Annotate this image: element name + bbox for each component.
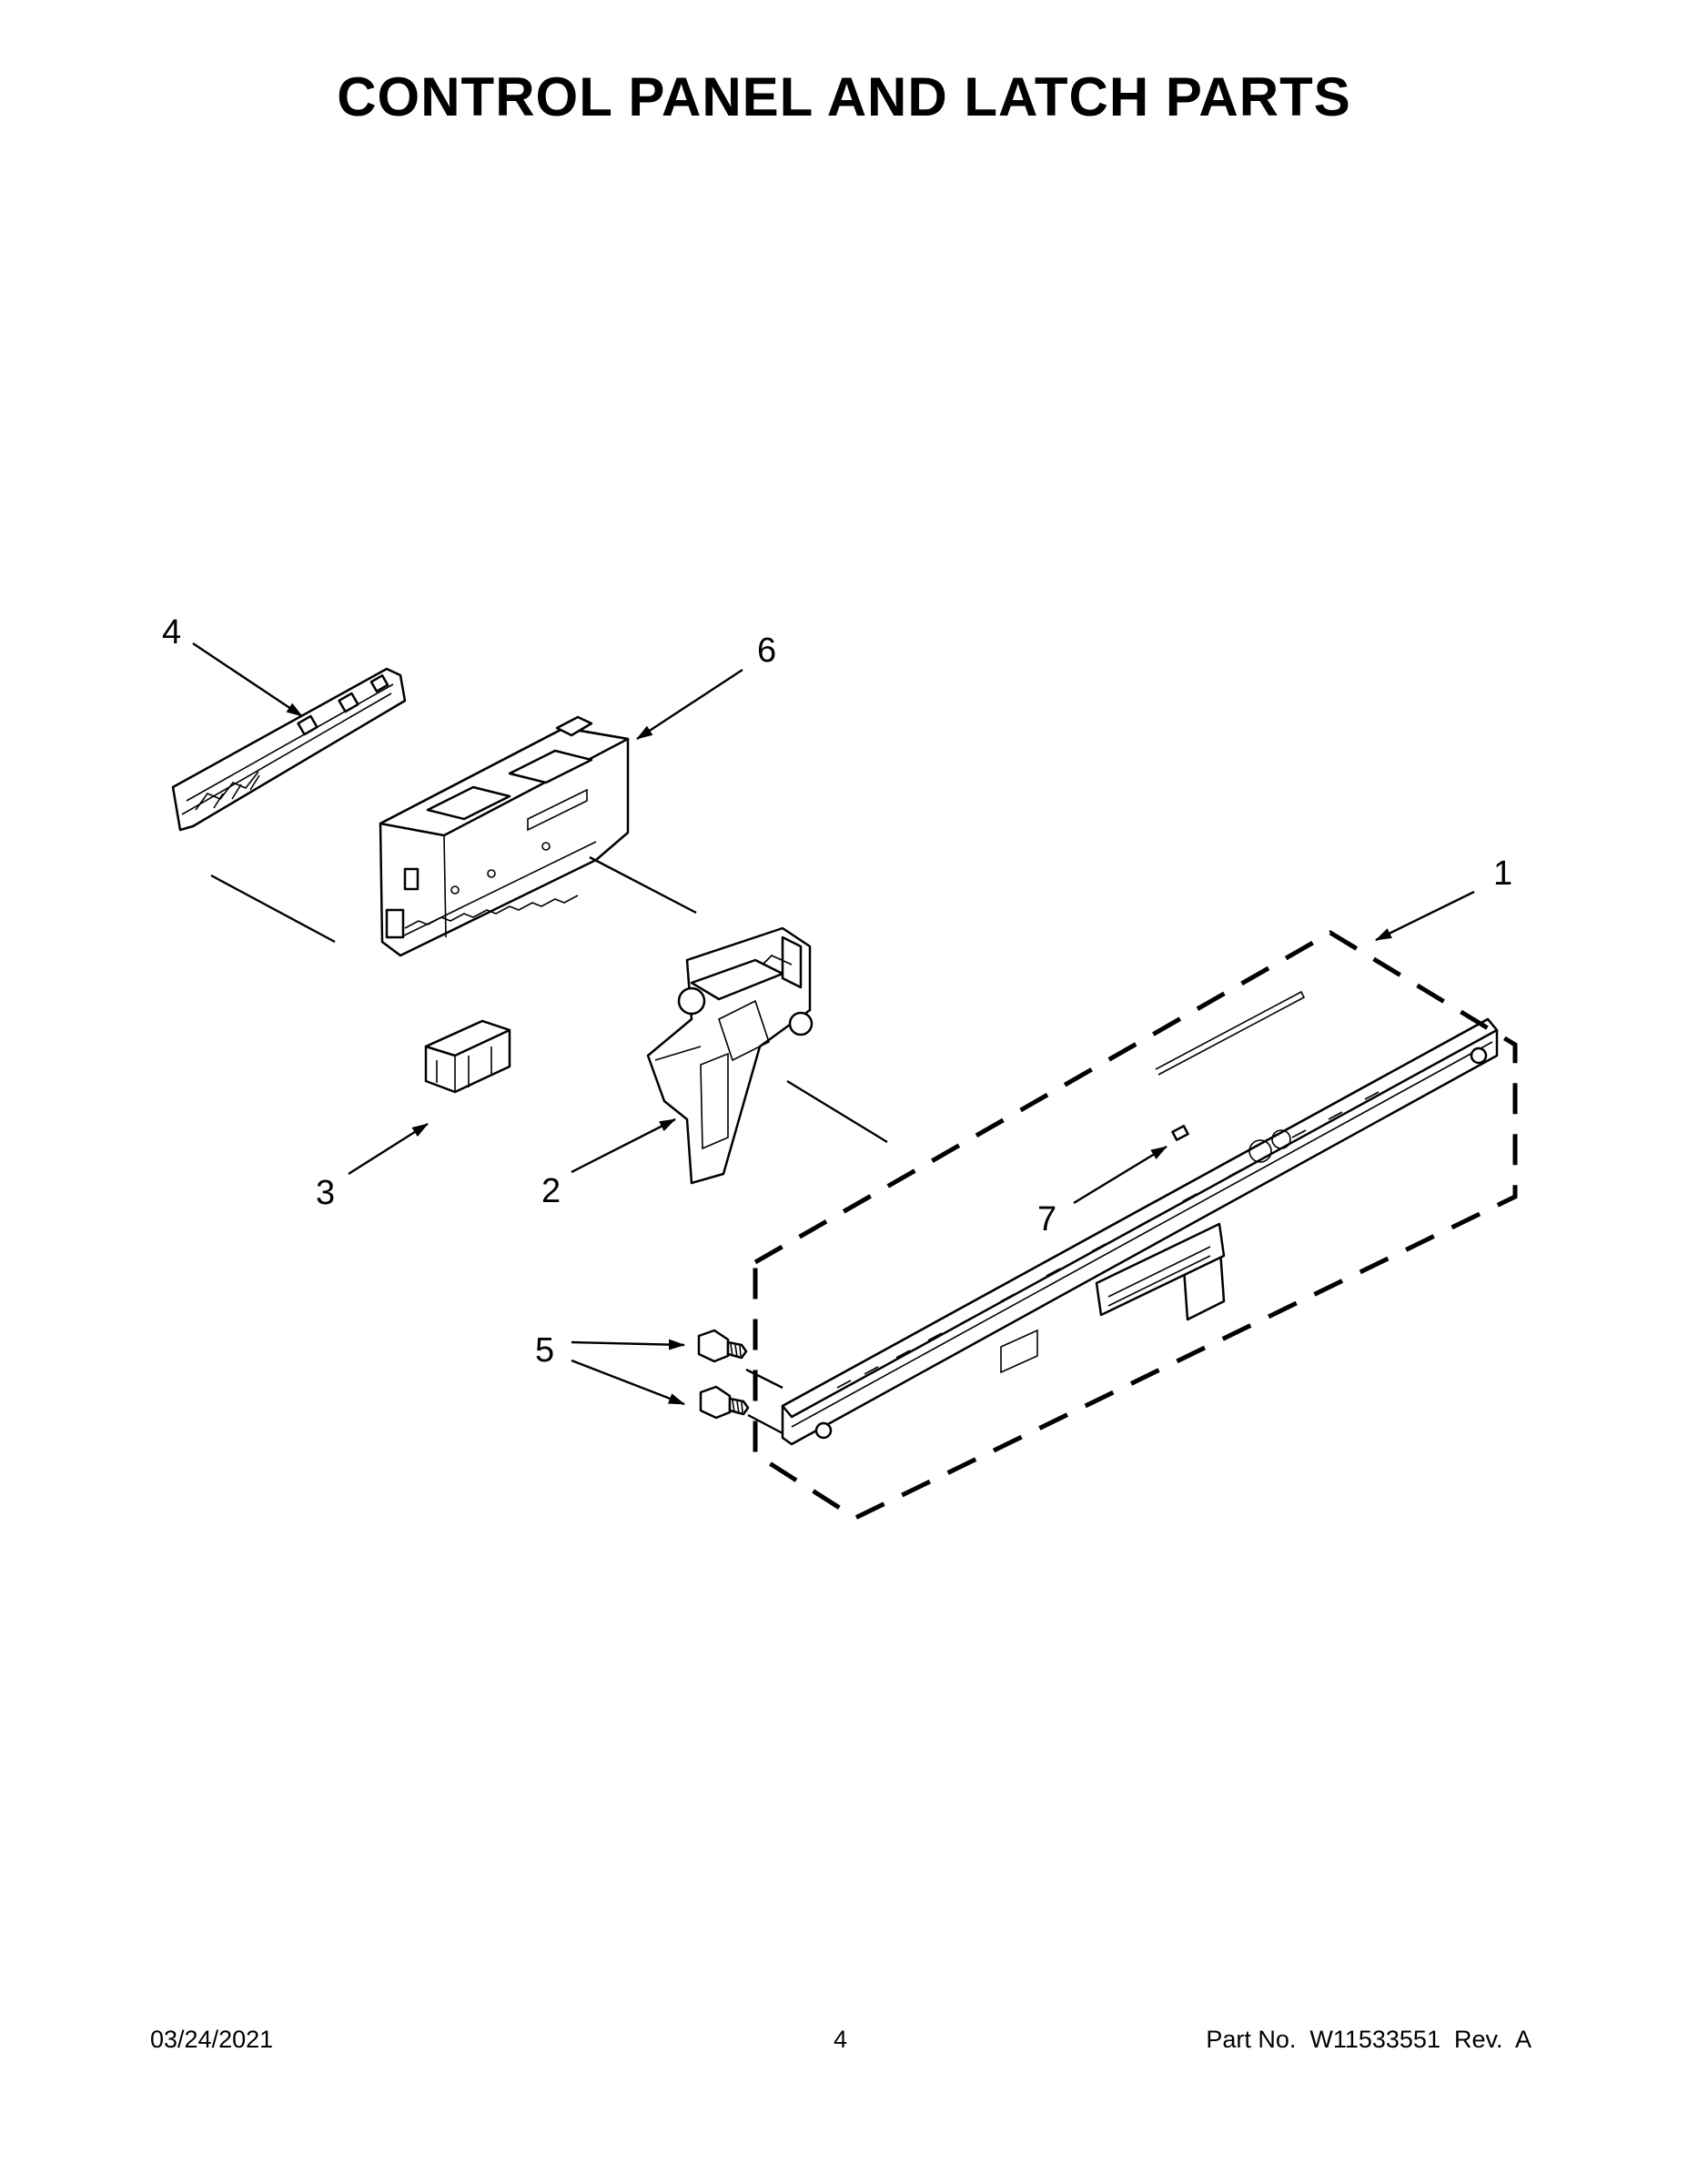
page-title: CONTROL PANEL AND LATCH PARTS (337, 66, 1351, 127)
part-3-clip (424, 1019, 511, 1094)
part-1-control-panel (781, 990, 1499, 1446)
callout-6: 6 (757, 632, 776, 670)
screw-upper (697, 1329, 748, 1363)
footer-page-number: 4 (834, 2026, 848, 2053)
assembly-outline-1 (753, 930, 1518, 1521)
part-4-bracket (171, 667, 407, 832)
part-5-screws (697, 1329, 750, 1420)
callout-1: 1 (1493, 854, 1512, 893)
callout-7: 7 (1037, 1200, 1056, 1239)
callout-5: 5 (535, 1331, 554, 1370)
screw-lower (699, 1385, 750, 1420)
callout-4: 4 (162, 613, 181, 652)
part-2-latch (646, 926, 814, 1185)
footer-part-number: Part No. W11533551 Rev. A (1206, 2026, 1531, 2053)
callout-3: 3 (316, 1174, 335, 1212)
footer-date: 03/24/2021 (150, 2026, 274, 2053)
callout-2: 2 (541, 1172, 561, 1210)
part-6-control-board (379, 715, 630, 957)
